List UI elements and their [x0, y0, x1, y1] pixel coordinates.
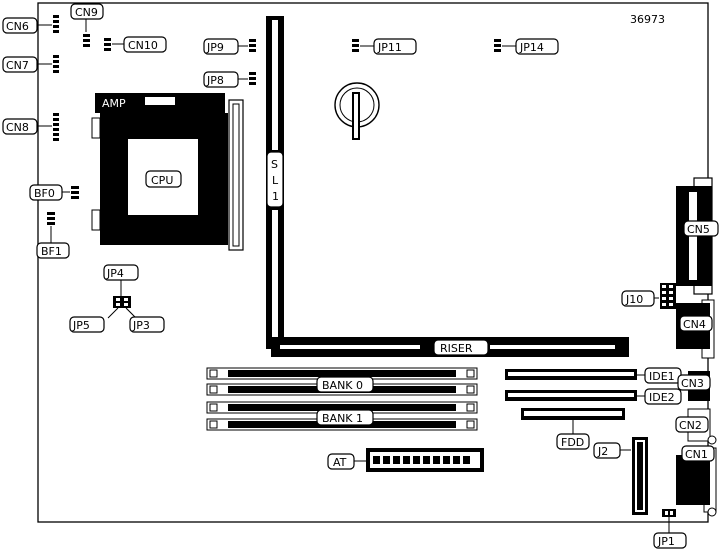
jumper-jp9: JP9 [203, 38, 256, 55]
connector-cn5: CN5 [676, 177, 719, 295]
label-amp: AMP [102, 97, 126, 110]
label-sl1-l: L [272, 174, 279, 187]
label-jp8: JP8 [206, 74, 224, 87]
label-jp14: JP14 [519, 41, 544, 54]
label-cn9: CN9 [75, 6, 98, 19]
jumper-bf1: BF1 [36, 212, 70, 259]
label-bf1: BF1 [41, 245, 62, 258]
connector-cn3: CN3 [677, 371, 711, 401]
jumper-jp14: JP14 [494, 38, 559, 55]
label-ide2: IDE2 [649, 391, 675, 404]
label-cn7: CN7 [6, 59, 29, 72]
label-riser: RISER [440, 342, 473, 355]
jumper-jp11: JP11 [352, 38, 417, 55]
connector-cn7: CN7 [2, 55, 59, 73]
connector-cn1: CN1 [676, 435, 717, 517]
label-j10: J10 [625, 293, 643, 306]
slot-riser: RISER [271, 337, 629, 357]
label-bank0: BANK 0 [322, 379, 363, 392]
connector-ide2: IDE2 [505, 388, 682, 405]
board-id: 36973 [630, 13, 665, 26]
label-jp9: JP9 [206, 41, 224, 54]
jumper-cn10: CN10 [104, 36, 167, 53]
label-ide1: IDE1 [649, 370, 675, 383]
connector-cn8: CN8 [2, 113, 59, 141]
connector-cn4: CN4 [676, 299, 715, 359]
label-bank1: BANK 1 [322, 412, 363, 425]
jumper-cn9: CN9 [70, 3, 104, 47]
connector-j10: J10 [621, 283, 676, 309]
label-cn2: CN2 [679, 419, 702, 432]
label-jp5: JP5 [72, 319, 90, 332]
label-jp11: JP11 [377, 41, 402, 54]
connector-j2: J2 [593, 437, 648, 515]
connector-cn2: CN2 [675, 408, 711, 442]
label-jp4: JP4 [106, 267, 124, 280]
cpu-socket: AMP CPU [91, 93, 244, 251]
label-cn8: CN8 [6, 121, 29, 134]
memory-bank-0: BANK 0 [206, 367, 478, 396]
label-at: AT [333, 456, 347, 469]
jumper-jp4-jp5-jp3: JP4 JP5 JP3 [69, 264, 165, 333]
label-cn1: CN1 [685, 448, 708, 461]
label-jp1: JP1 [657, 535, 675, 548]
label-cn4: CN4 [683, 318, 706, 331]
slot-sl1: S L 1 [266, 16, 284, 349]
connector-at: AT [327, 448, 484, 472]
label-cn5: CN5 [687, 223, 710, 236]
label-fdd: FDD [561, 436, 584, 449]
jumper-jp8: JP8 [203, 71, 256, 88]
label-cpu: CPU [151, 174, 173, 187]
memory-bank-1: BANK 1 [206, 401, 478, 431]
connector-fdd: FDD [521, 408, 625, 450]
jumper-jp1: JP1 [653, 509, 687, 549]
label-sl1-1: 1 [272, 190, 279, 203]
label-cn10: CN10 [128, 39, 158, 52]
label-jp3: JP3 [132, 319, 150, 332]
label-sl1-s: S [271, 158, 278, 171]
label-bf0: BF0 [34, 187, 55, 200]
jumper-bf0: BF0 [29, 184, 79, 201]
label-cn3: CN3 [681, 377, 704, 390]
label-cn6: CN6 [6, 20, 29, 33]
battery [334, 82, 380, 140]
label-j2: J2 [597, 445, 608, 458]
connector-cn6: CN6 [2, 15, 59, 34]
